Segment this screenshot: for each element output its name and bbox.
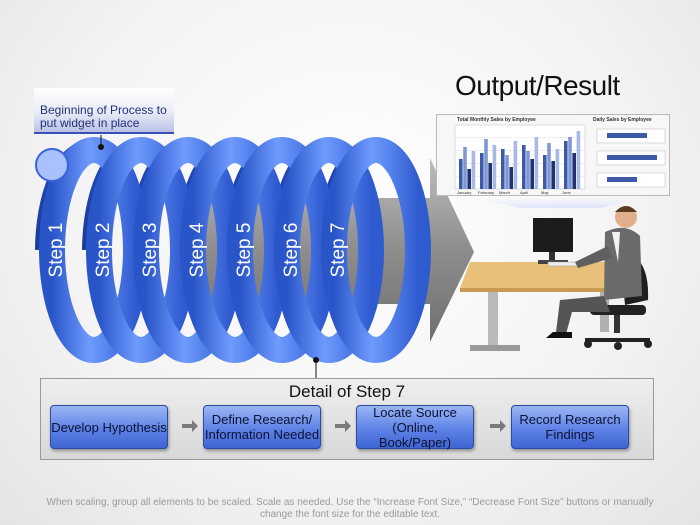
coil-step-label: Step 4 <box>187 222 208 277</box>
month-label: June <box>562 190 571 195</box>
arrow-right-icon <box>182 420 198 432</box>
detail-title: Detail of Step 7 <box>288 382 406 401</box>
coil-step-label: Step 2 <box>93 223 114 278</box>
detail-step-locate-source: Locate Source (Online, Book/Paper) <box>356 405 474 450</box>
right-chart-title: Daily Sales by Employee <box>593 117 652 123</box>
dashboard-panel: Total Monthly Sales by Employee Daily Sa… <box>436 114 670 196</box>
coil-step-label: Step 5 <box>234 223 255 278</box>
coil-ring <box>321 137 431 363</box>
process-start-callout <box>34 88 174 134</box>
month-label: April <box>520 190 529 195</box>
month-label: February <box>478 190 495 195</box>
output-title: Output/Result <box>455 70 620 101</box>
month-label: May <box>541 190 549 195</box>
dashboard-charts <box>454 124 666 190</box>
footer-instructions: When scaling, group all elements to be s… <box>46 497 654 520</box>
detail-step-record-findings: Record Research Findings <box>511 405 629 449</box>
coil-step-label: Step 3 <box>140 223 161 278</box>
coil-step-label: Step 7 <box>328 223 349 278</box>
coil-step-label: Step 6 <box>281 223 302 278</box>
detail-step-develop-hypothesis: Develop Hypothesis <box>50 405 168 449</box>
month-label: January <box>457 190 472 195</box>
coil-ring <box>274 137 384 363</box>
arrow-right-icon <box>490 420 506 432</box>
coil-step-label: Step 1 <box>46 223 67 278</box>
arrow-right-icon <box>335 420 351 432</box>
left-chart-title: Total Monthly Sales by Employee <box>457 117 536 123</box>
month-label: March <box>499 190 511 195</box>
detail-step-define-research: Define Research/ Information Needed <box>203 405 321 449</box>
process-start-label: Beginning of Process to put widget in pl… <box>40 103 167 130</box>
